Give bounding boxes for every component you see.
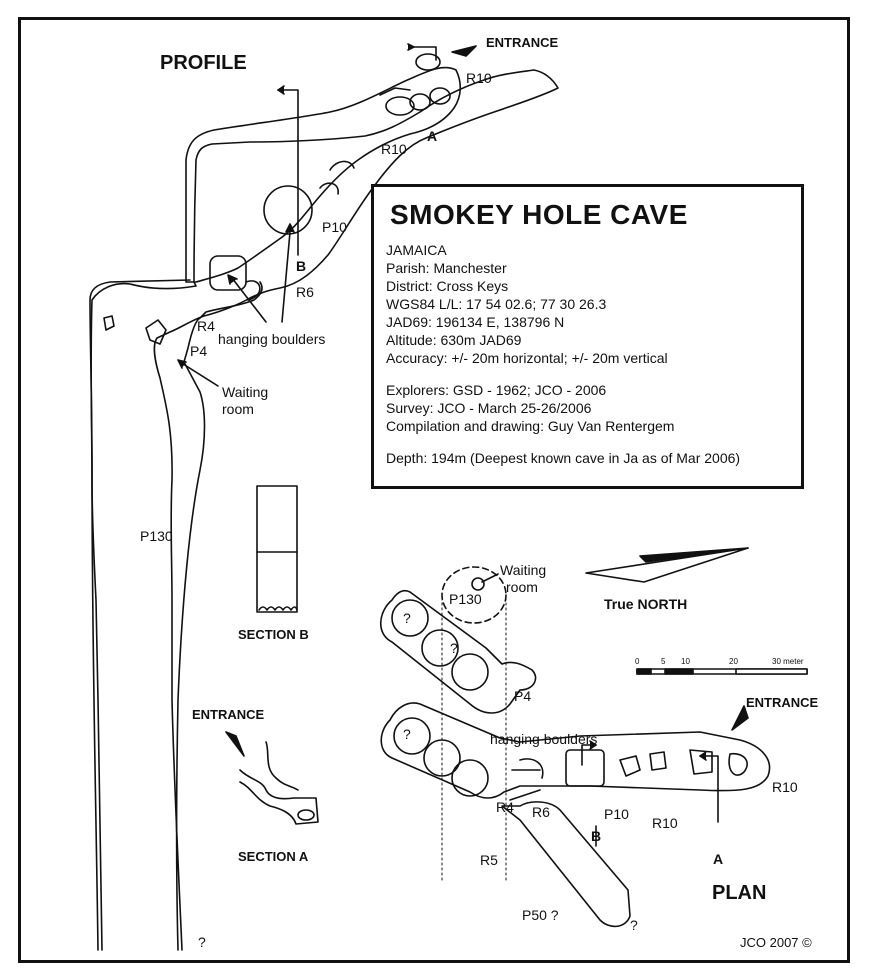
plan-r10-right: R10 [772, 779, 798, 795]
info-depth: Depth: 194m (Deepest known cave in Ja as… [386, 450, 741, 466]
scale-label-20: 20 [729, 657, 738, 666]
profile-p130: P130 [140, 528, 173, 544]
section-a-entrance-label: ENTRANCE [192, 707, 265, 722]
plan-entrance-label: ENTRANCE [746, 695, 819, 710]
info-jad69: JAD69: 196134 E, 138796 N [386, 314, 565, 330]
profile-title: PROFILE [160, 52, 247, 74]
plan-p130: P130 [449, 591, 482, 607]
info-altitude: Altitude: 630m JAD69 [386, 332, 522, 348]
plan-p50: P50 ? [522, 907, 559, 923]
boulder-2 [209, 255, 247, 291]
plan-marker-a: A [713, 851, 724, 867]
plan-waiting-room-2: room [506, 579, 538, 595]
plan-question-4: ? [630, 917, 638, 933]
info-country: JAMAICA [386, 242, 447, 258]
profile-marker-b: B [296, 258, 307, 274]
entrance-arrow-profile [451, 45, 477, 57]
section-b-label: SECTION B [238, 627, 309, 642]
plan-title: PLAN [712, 882, 767, 904]
section-a-shape [239, 769, 319, 825]
profile-question: ? [198, 934, 206, 950]
boulder-1 [263, 185, 313, 235]
scale-label-30: 30 meter [772, 657, 804, 666]
info-survey: Survey: JCO - March 25-26/2006 [386, 400, 592, 416]
section-arrow-top [411, 46, 437, 61]
map-frame [18, 17, 850, 963]
profile-entrance-label: ENTRANCE [486, 35, 559, 50]
profile-r4: R4 [197, 318, 215, 334]
profile-hanging-boulders: hanging boulders [218, 331, 326, 347]
info-accuracy: Accuracy: +/- 20m horizontal; +/- 20m ve… [386, 350, 668, 366]
profile-p10: P10 [322, 219, 347, 235]
info-compilation: Compilation and drawing: Guy Van Renterg… [386, 418, 675, 434]
plan-waiting-room-1: Waiting [500, 562, 547, 578]
section-b-shape [256, 485, 298, 613]
section-a-label: SECTION A [238, 849, 309, 864]
plan-question-1: ? [403, 610, 411, 626]
profile-p4: P4 [190, 343, 208, 359]
plan-p4: P4 [514, 688, 532, 704]
shaft-right-wall [175, 281, 263, 951]
plan-r10-bottom: R10 [652, 815, 678, 831]
profile-r10-top: R10 [466, 70, 492, 86]
info-explorers: Explorers: GSD - 1962; JCO - 2006 [386, 382, 607, 398]
scale-label-0: 0 [635, 657, 640, 666]
profile-waiting-room-1: Waiting [222, 384, 269, 400]
cave-title: SMOKEY HOLE CAVE [390, 199, 688, 230]
profile-waiting-room-2: room [222, 401, 254, 417]
boulder-arrow-2 [231, 277, 267, 323]
info-wgs84: WGS84 L/L: 17 54 02.6; 77 30 26.3 [386, 296, 607, 312]
plan-r4: R4 [496, 799, 514, 815]
scale-label-5: 5 [661, 657, 666, 666]
credit-label: JCO 2007 © [740, 935, 812, 950]
plan-question-3: ? [403, 726, 411, 742]
plan-hanging-boulders: hanging boulders [490, 731, 598, 747]
profile-r10-mid: R10 [381, 141, 407, 157]
info-parish: Parish: Manchester [386, 260, 507, 276]
lower-branch [380, 702, 771, 799]
profile-r6: R6 [296, 284, 314, 300]
boulder-arrow-1 [281, 231, 291, 323]
info-district: District: Cross Keys [386, 278, 509, 294]
plan-p10: P10 [604, 806, 629, 822]
plan-marker-b: B [591, 828, 602, 844]
profile-outline [90, 69, 559, 951]
plan-r5: R5 [480, 852, 498, 868]
scale-label-10: 10 [681, 657, 690, 666]
upper-passage [185, 66, 462, 283]
north-arrow [585, 547, 749, 583]
survey-info-box: SMOKEY HOLE CAVE JAMAICA Parish: Manches… [371, 184, 804, 489]
p130-shaft-top [441, 566, 507, 624]
plan-question-2: ? [450, 640, 458, 656]
plan-r6: R6 [532, 804, 550, 820]
p50-branch [501, 801, 631, 928]
profile-marker-a: A [427, 128, 438, 144]
plan-true-north: True NORTH [604, 596, 688, 612]
shaft-left-wall [89, 279, 191, 951]
section-arrow-b [277, 89, 299, 256]
upper-branch [379, 589, 537, 714]
